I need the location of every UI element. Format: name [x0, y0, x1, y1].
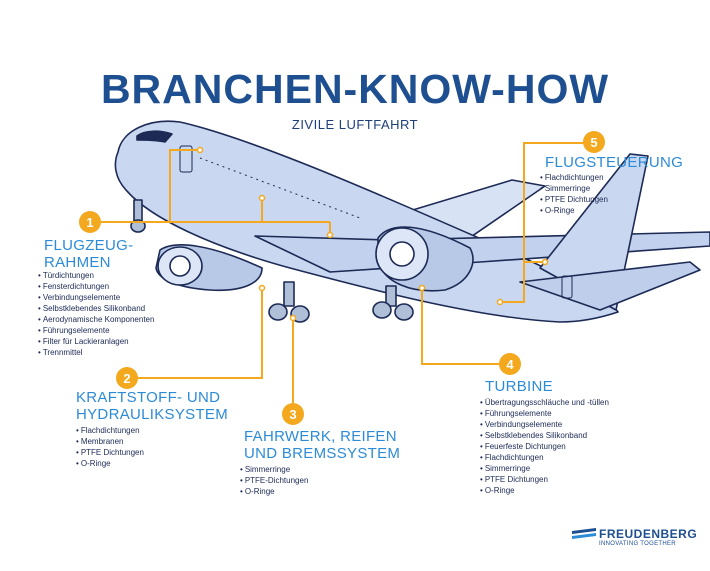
door-front [179, 145, 193, 173]
door-rear [561, 275, 573, 299]
list-item: Filter für Lackieranlagen [38, 336, 154, 347]
section-5-badge: 5 [583, 131, 605, 153]
page-subtitle: ZIVILE LUFTFAHRT [291, 117, 419, 132]
list-item: Selbstklebendes Silikonband [38, 303, 154, 314]
list-item: Simmerringe [540, 183, 608, 194]
section-1-title-line-1: FLUGZEUG- [44, 237, 134, 254]
section-3-badge: 3 [282, 403, 304, 425]
list-item: Fensterdichtungen [38, 281, 154, 292]
list-item: Flachdichtungen [480, 452, 609, 463]
list-item: PTFE Dichtungen [480, 474, 609, 485]
section-4-list: Übertragungsschläuche und -tüllen Führun… [480, 397, 609, 496]
section-1-title-line-2: RAHMEN [44, 254, 111, 271]
list-item: PTFE-Dichtungen [240, 475, 309, 486]
list-item: O-Ringe [480, 485, 609, 496]
logo-mark-icon [572, 528, 596, 539]
list-item: Aerodynamische Komponenten [38, 314, 155, 325]
section-3-title: FAHRWERK, REIFEN UND BREMSSYSTEM [244, 428, 400, 462]
section-2-title-line-2: HYDRAULIKSYSTEM [76, 406, 229, 423]
section-2-title-line-1: KRAFTSTOFF- UND [76, 389, 221, 406]
list-item: Türdichtungen [38, 270, 154, 281]
list-item: Feuerfeste Dichtungen [480, 441, 609, 452]
section-4-badge: 4 [499, 353, 521, 375]
list-item: Verbindungselemente [480, 419, 609, 430]
section-3-title-line-2: UND BREMSSYSTEM [244, 445, 401, 462]
list-item: Selbstklebendes Silikonband [480, 430, 609, 441]
section-4-title-line-1: TURBINE [485, 378, 553, 395]
list-item: Führungselemente [38, 325, 154, 336]
section-3-title-line-1: FAHRWERK, REIFEN [244, 428, 397, 445]
section-1-badge: 1 [79, 211, 101, 233]
section-5-list: Flachdichtungen Simmerringe PTFE Dichtun… [540, 172, 608, 216]
list-item: O-Ringe [240, 486, 308, 497]
list-item: O-Ringe [540, 205, 608, 216]
list-item: Simmerringe [240, 464, 308, 475]
list-item: O-Ringe [76, 458, 144, 469]
section-1-title: FLUGZEUG- RAHMEN [44, 237, 133, 271]
section-5-title: FLUGSTEUERUNG [545, 154, 683, 171]
section-2-badge: 2 [116, 367, 138, 389]
list-item: Simmerringe [480, 463, 609, 474]
logo-name: FREUDENBERG [599, 527, 698, 541]
section-3-list: Simmerringe PTFE-Dichtungen O-Ringe [240, 464, 309, 497]
list-item: PTFE Dichtungen [76, 447, 144, 458]
section-5-title-line-1: FLUGSTEUERUNG [545, 154, 684, 171]
list-item: Flachdichtungen [76, 425, 144, 436]
section-2-list: Flachdichtungen Membranen PTFE Dichtunge… [76, 425, 144, 469]
main-gear-right [372, 285, 414, 321]
list-item: PTFE Dichtungen [540, 194, 608, 205]
list-item: Verbindungselemente [38, 292, 154, 303]
fuselage [114, 120, 619, 323]
section-4-title: TURBINE [485, 378, 553, 395]
section-1-list: Türdichtungen Fensterdichtungen Verbindu… [38, 270, 155, 358]
logo-tagline: INNOVATING TOGETHER [599, 541, 676, 547]
page-title: BRANCHEN-KNOW-HOW [100, 66, 610, 112]
horizontal-stabilizer [519, 261, 701, 311]
section-2-title: KRAFTSTOFF- UND HYDRAULIKSYSTEM [76, 389, 228, 423]
list-item: Trennmittel [38, 347, 154, 358]
main-gear-left [268, 281, 310, 323]
cockpit-window [136, 130, 173, 143]
list-item: Membranen [76, 436, 144, 447]
list-item: Flachdichtungen [540, 172, 608, 183]
list-item: Übertragungsschläuche und -tüllen [480, 397, 609, 408]
list-item: Führungselemente [480, 408, 609, 419]
